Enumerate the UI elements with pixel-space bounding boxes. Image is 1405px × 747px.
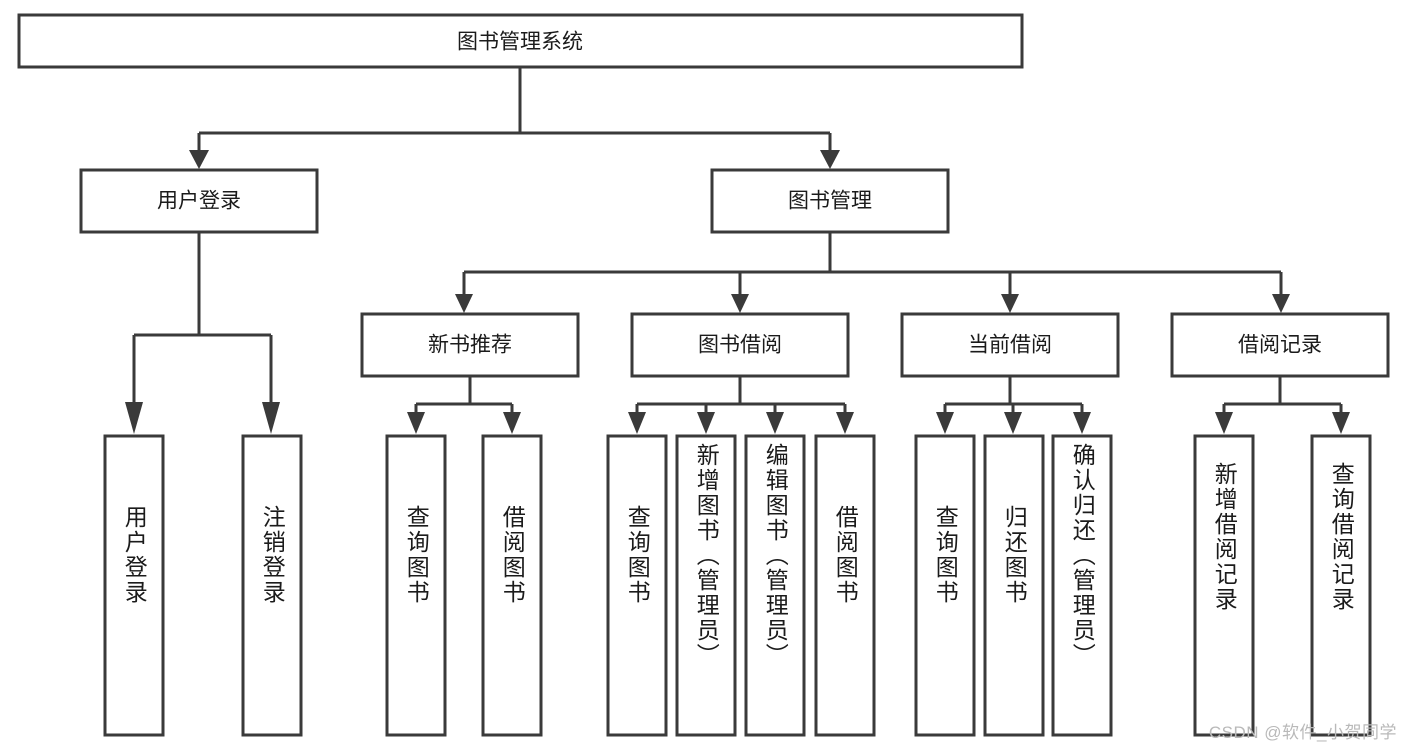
node-layer: 图书管理系统 用户登录 图书管理 新书推荐 图书借阅 当前借阅 借阅记录 bbox=[17, 13, 1390, 737]
leaf-box-bb-borrow[interactable] bbox=[814, 434, 876, 737]
arrow-leaf-user-login bbox=[125, 402, 143, 434]
connector-layer bbox=[125, 67, 1350, 434]
arrow-to-book-borrow bbox=[731, 294, 749, 313]
arrow-leaf-newbook-query bbox=[407, 412, 425, 434]
arrow-to-borrow-record bbox=[1272, 294, 1290, 313]
leaf-box-bb-query[interactable] bbox=[606, 434, 668, 737]
arrow-to-book-mgmt bbox=[820, 150, 840, 169]
leaf-box-cb-query[interactable] bbox=[914, 434, 976, 737]
arrow-to-new-book bbox=[455, 294, 473, 313]
node-current-borrow-box[interactable] bbox=[900, 312, 1120, 378]
arrow-leaf-newbook-borrow bbox=[503, 412, 521, 434]
arrow-leaf-cb-2 bbox=[1004, 412, 1022, 434]
node-book-borrow-label: 图书借阅 bbox=[698, 334, 782, 357]
leaf-box-bb-edit[interactable] bbox=[744, 434, 806, 737]
node-new-book-box[interactable] bbox=[360, 312, 580, 378]
node-borrow-record-box[interactable] bbox=[1170, 312, 1390, 378]
arrow-to-current-borrow bbox=[1001, 294, 1019, 313]
arrow-leaf-br-1 bbox=[1215, 412, 1233, 434]
arrow-leaf-bb-4 bbox=[836, 412, 854, 434]
leaf-box-cb-confirm[interactable] bbox=[1051, 434, 1113, 737]
leaf-box-logout[interactable] bbox=[241, 434, 303, 737]
node-new-book-label: 新书推荐 bbox=[428, 334, 512, 357]
csdn-watermark: CSDN @软件_小贺同学 bbox=[1208, 723, 1397, 742]
node-root-box[interactable] bbox=[17, 13, 1024, 69]
leaf-box-bb-add[interactable] bbox=[675, 434, 737, 737]
arrow-leaf-bb-1 bbox=[628, 412, 646, 434]
leaf-box-cb-return[interactable] bbox=[983, 434, 1045, 737]
arrow-leaf-bb-3 bbox=[766, 412, 784, 434]
node-book-management-label: 图书管理 bbox=[788, 190, 872, 213]
node-user-login-box[interactable] bbox=[79, 168, 319, 234]
arrow-leaf-br-2 bbox=[1332, 412, 1350, 434]
arrow-leaf-logout bbox=[262, 402, 280, 434]
arrow-leaf-cb-3 bbox=[1073, 412, 1091, 434]
node-book-management-box[interactable] bbox=[710, 168, 950, 234]
node-user-login-label: 用户登录 bbox=[157, 190, 241, 213]
leaf-box-br-add[interactable] bbox=[1193, 434, 1255, 737]
node-root-label: 图书管理系统 bbox=[457, 31, 583, 54]
leaf-box-user-login[interactable] bbox=[103, 434, 165, 737]
leaf-box-newbook-borrow[interactable] bbox=[481, 434, 543, 737]
leaf-box-br-query[interactable] bbox=[1310, 434, 1372, 737]
arrow-leaf-cb-1 bbox=[936, 412, 954, 434]
node-book-borrow-box[interactable] bbox=[630, 312, 850, 378]
node-current-borrow-label: 当前借阅 bbox=[968, 334, 1052, 357]
node-borrow-record-label: 借阅记录 bbox=[1238, 334, 1322, 357]
leaf-box-newbook-query[interactable] bbox=[385, 434, 447, 737]
arrow-leaf-bb-2 bbox=[697, 412, 715, 434]
arrow-to-user-login bbox=[189, 150, 209, 169]
